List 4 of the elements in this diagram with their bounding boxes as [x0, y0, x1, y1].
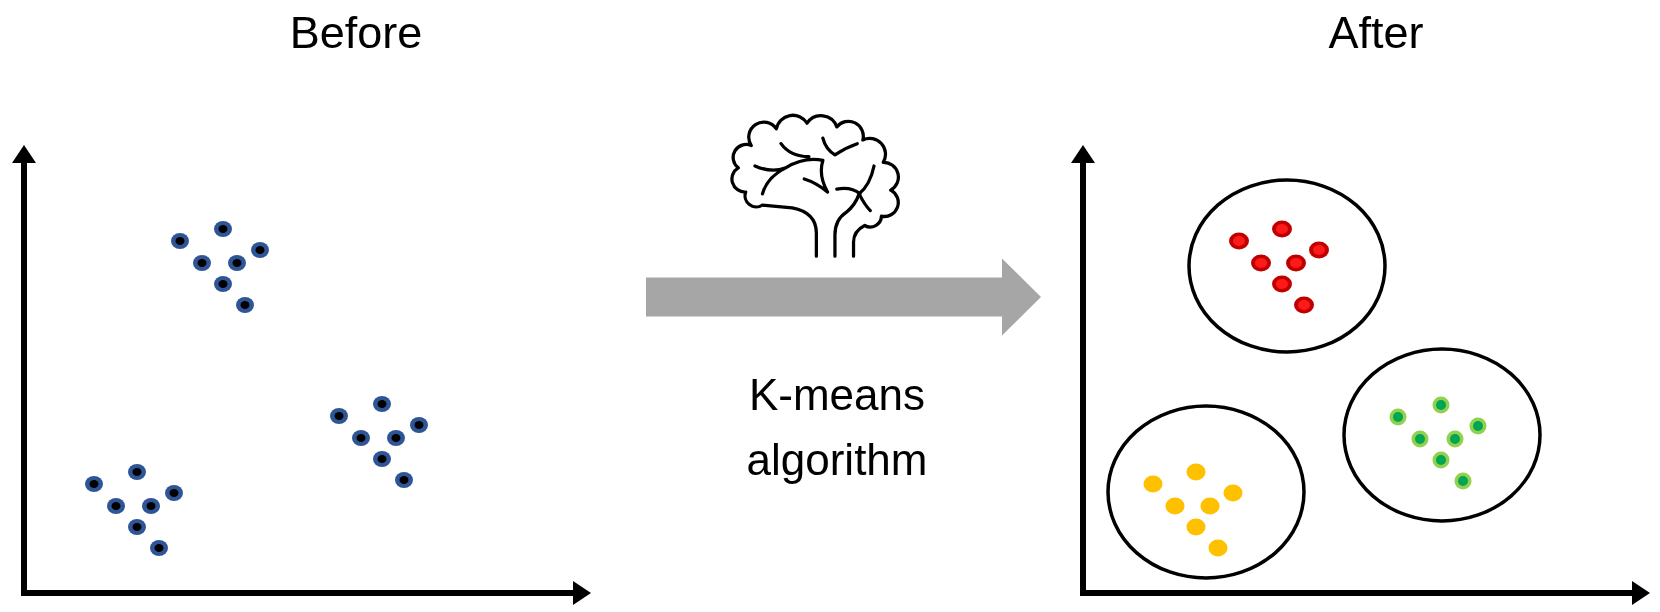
panel-title: After [1328, 7, 1424, 59]
panel-title: Before [289, 7, 423, 59]
block-arrow [646, 258, 1041, 336]
edge-label: K-means algorithm [746, 369, 928, 486]
